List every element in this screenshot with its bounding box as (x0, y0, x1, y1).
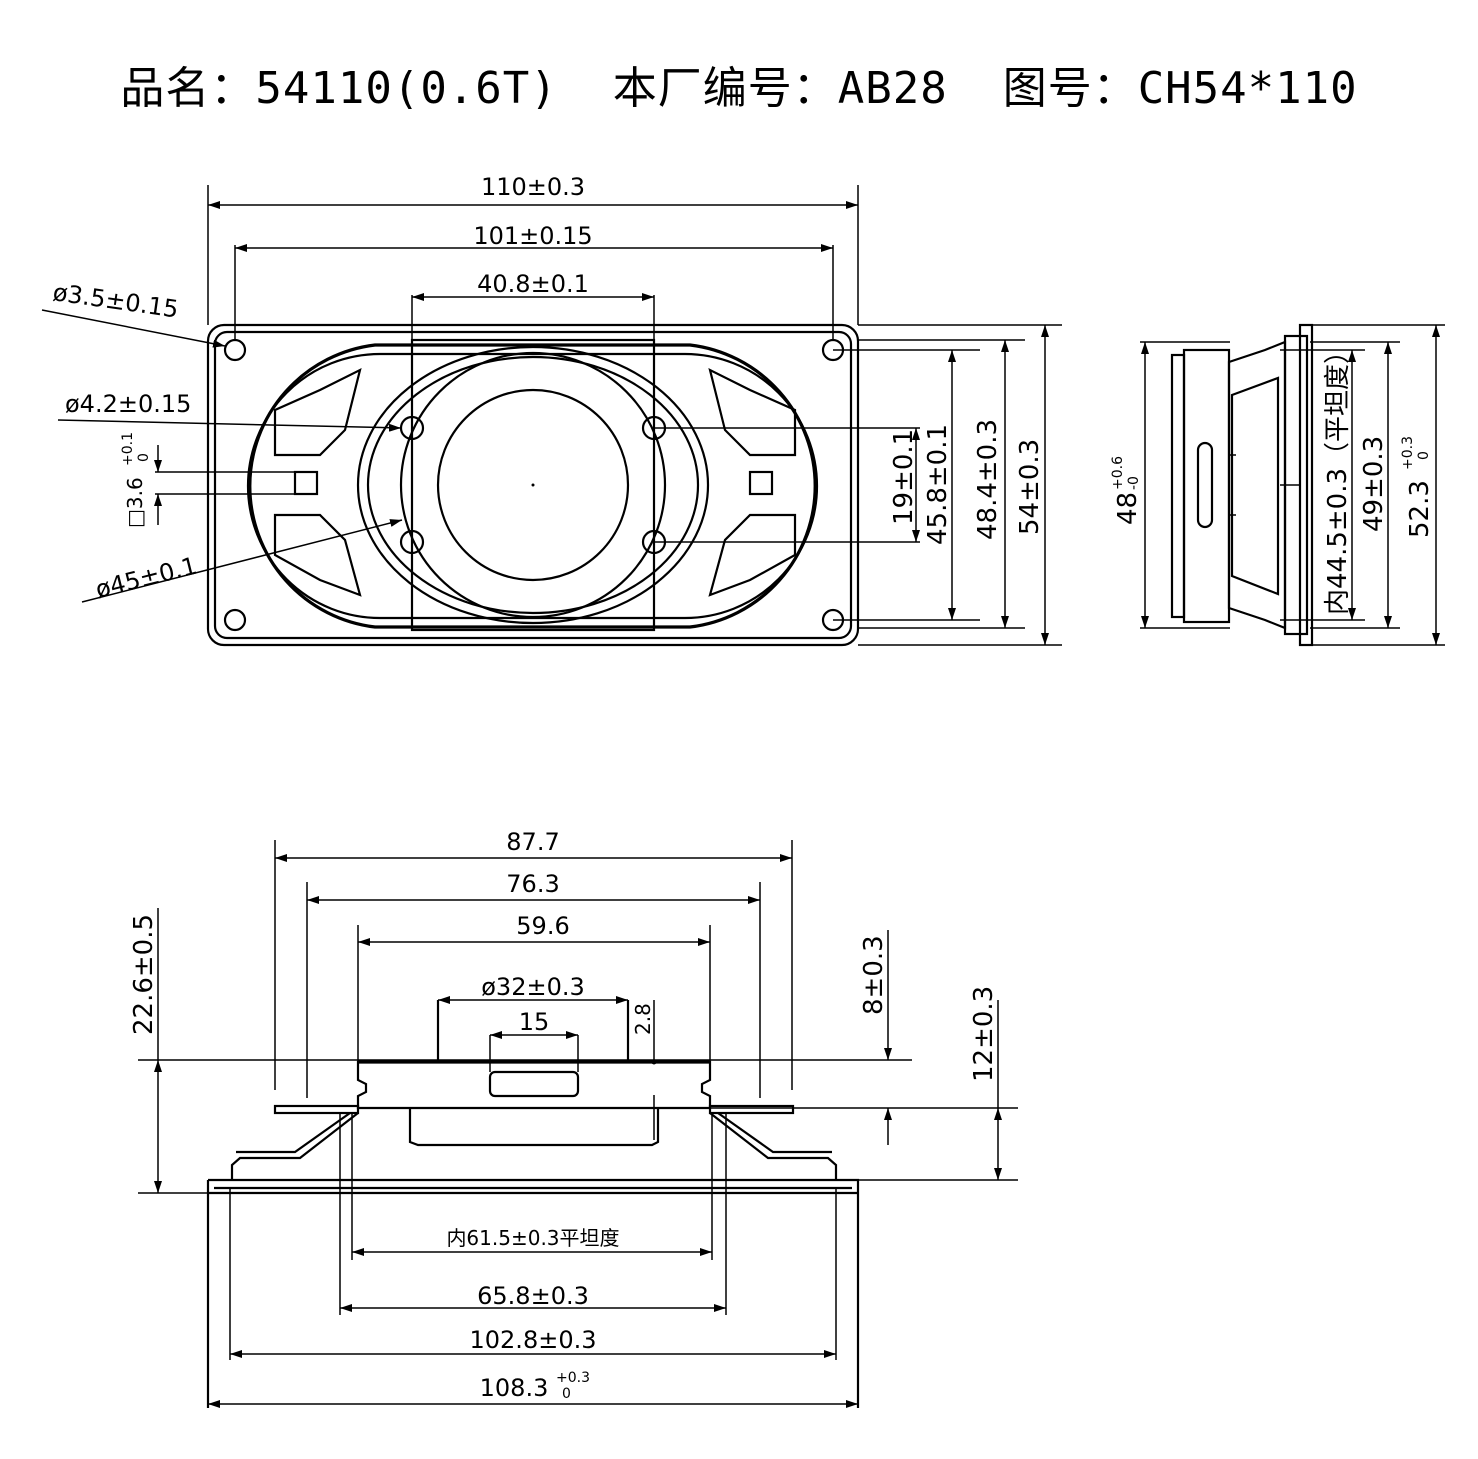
dim-side-mid-height: 49±0.3 (1359, 436, 1389, 532)
dim-side-right-height: 52.3 (1405, 480, 1435, 538)
dim-mount-hole-dia: ø3.5±0.15 (51, 278, 180, 323)
dim-658: 65.8±0.3 (477, 1282, 589, 1310)
dim-inner-hole-pitch: 40.8±0.1 (477, 270, 589, 298)
dim-763: 76.3 (506, 870, 559, 898)
dim-inner-hole-dia: ø4.2±0.15 (65, 390, 191, 418)
dim-inner-height: 48.4±0.3 (973, 419, 1003, 540)
dim-hole-pitch: 101±0.15 (473, 222, 592, 250)
dim-overall-width: 110±0.3 (481, 173, 585, 201)
dim-side-right-tol-upper: +0.3 (1400, 436, 1416, 470)
side-view: 48 +0.6 -0 内44.5±0.3（平坦度） 49±0.3 52.3 +0… (1110, 323, 1445, 647)
drawing-title: 品名：54110(0.6T) 本厂编号：AB28 图号：CH54*110 (120, 63, 1358, 114)
top-view: 110±0.3 101±0.15 40.8±0.1 ø3.5±0.15 ø4.2… (41, 173, 1062, 647)
dim-1083-tol-upper: +0.3 (556, 1370, 590, 1386)
bottom-view: 87.7 76.3 59.6 ø32±0.3 15 2.8 22.6±0.5 8… (129, 828, 1018, 1408)
dim-square-tol-upper: +0.1 (120, 432, 136, 466)
dim-12: 12±0.3 (969, 986, 999, 1082)
dim-total-depth: 22.6±0.5 (129, 914, 159, 1035)
dim-square-tol-lower: 0 (136, 453, 152, 462)
dim-side-right-tol-lower: 0 (1416, 451, 1432, 460)
dim-1083-tol-lower: 0 (562, 1386, 571, 1402)
dim-side-left-tol-upper: +0.6 (1110, 456, 1126, 490)
dim-596: 59.6 (516, 912, 569, 940)
dim-28: 2.8 (631, 1003, 655, 1035)
dim-877: 87.7 (506, 828, 559, 856)
dim-8: 8±0.3 (859, 935, 889, 1015)
dim-magnet-dia: ø32±0.3 (481, 973, 585, 1001)
dim-side-left-tol-lower: -0 (1126, 476, 1142, 490)
dim-1028: 102.8±0.3 (470, 1326, 597, 1354)
dim-inner-hole-vert: 19±0.1 (889, 429, 919, 525)
dim-cone-dia: ø45±0.1 (93, 552, 200, 604)
dim-hole-row-pitch: 45.8±0.1 (923, 424, 953, 545)
dim-square-size: □3.6 (123, 477, 147, 528)
dim-side-left-height: 48 (1113, 492, 1143, 525)
dim-bottom-inner-flat: 内61.5±0.3平坦度 (446, 1226, 619, 1250)
dim-side-inner-flat: 内44.5±0.3（平坦度） (1323, 338, 1353, 615)
dim-overall-height: 54±0.3 (1015, 439, 1045, 535)
dim-15: 15 (519, 1008, 550, 1036)
dim-1083: 108.3 (480, 1374, 549, 1402)
